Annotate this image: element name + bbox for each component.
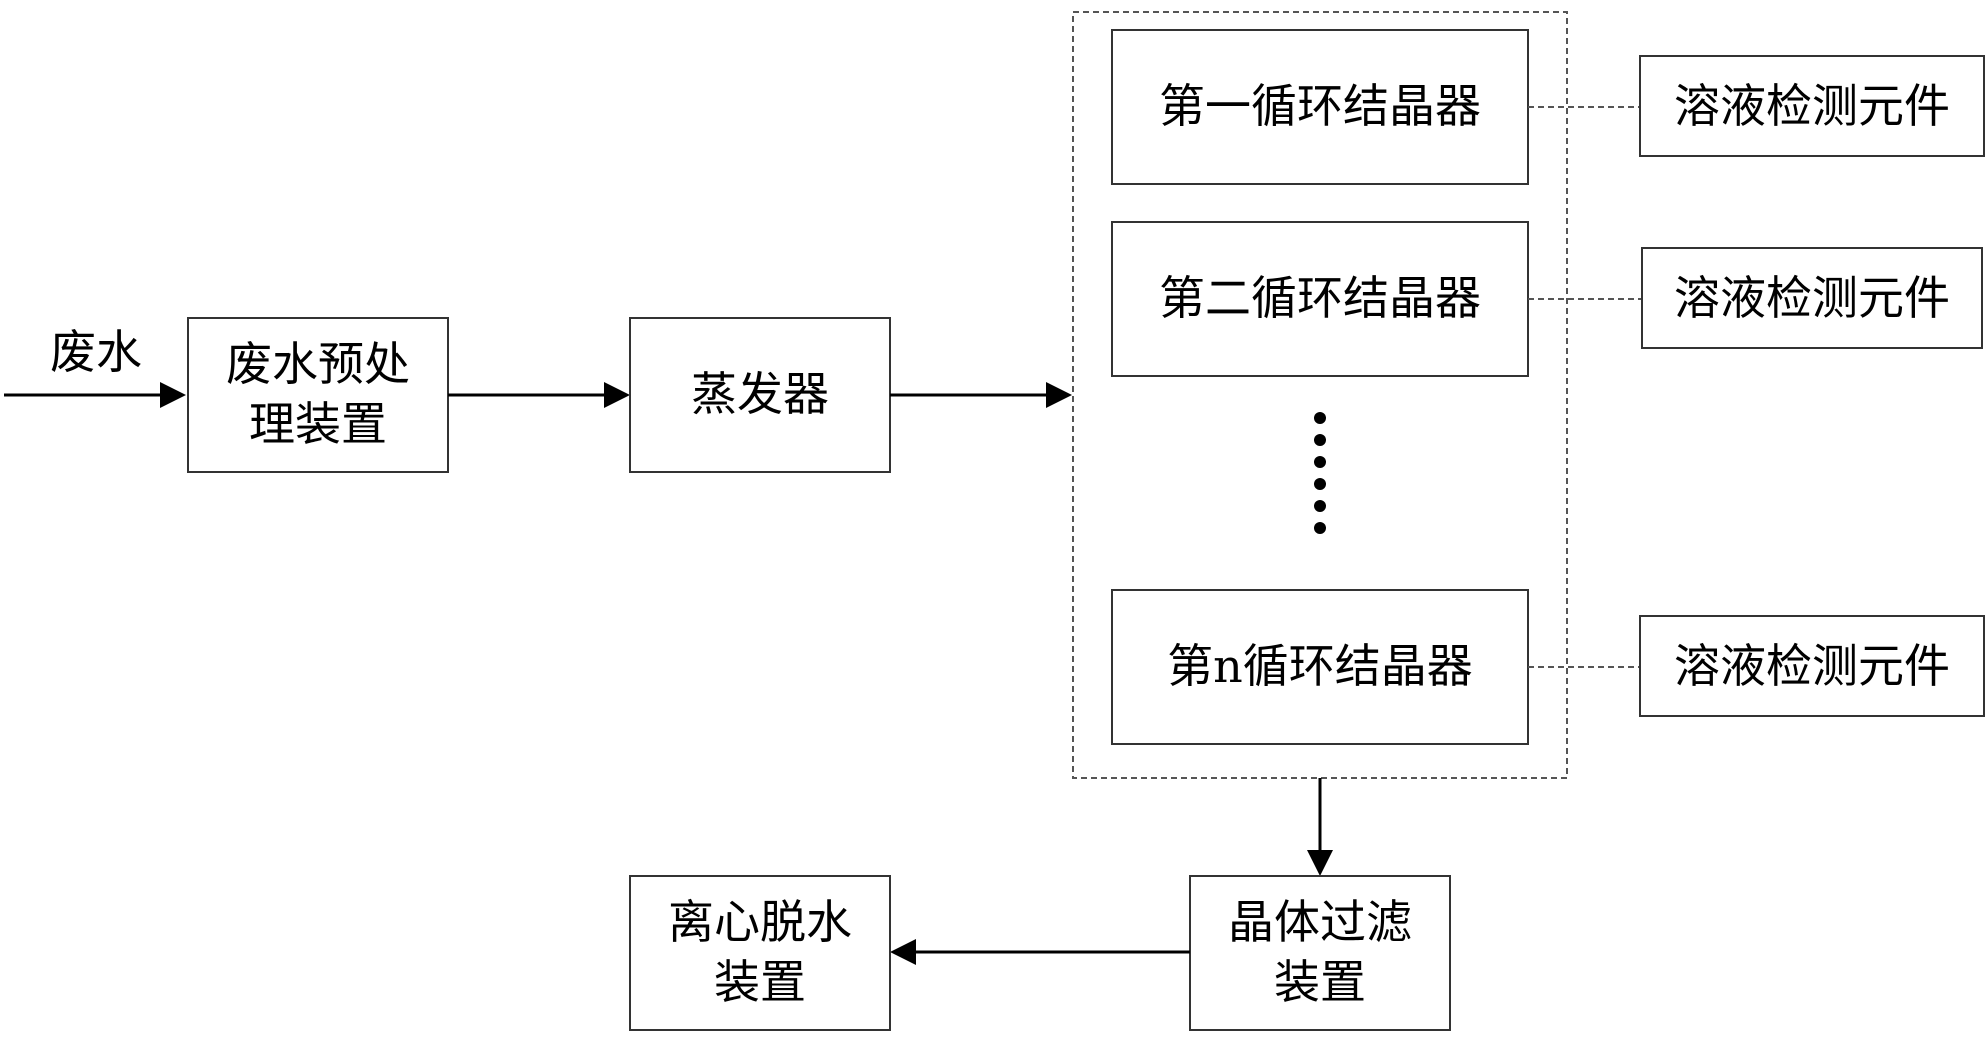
ellipsis-dot (1314, 434, 1326, 446)
arrowhead-filter-centrifuge (890, 939, 916, 965)
detector-2-label: 溶液检测元件 (1674, 271, 1950, 325)
crystallizer-n-node: 第n循环结晶器 (1111, 589, 1529, 745)
filter-box (1189, 875, 1451, 1031)
detector-n-box (1639, 615, 1985, 717)
evaporator-box (629, 317, 891, 473)
pretreatment-label-line2: 理装置 (249, 397, 387, 451)
evaporator-label: 蒸发器 (691, 367, 829, 421)
evaporator-node: 蒸发器 (629, 317, 891, 473)
centrifuge-label-line1: 离心脱水 (668, 895, 852, 949)
detector-1-box (1639, 55, 1985, 157)
detector-1-label: 溶液检测元件 (1674, 79, 1950, 133)
ellipsis-dots (1314, 412, 1326, 534)
detector-2-box (1641, 247, 1983, 349)
ellipsis-dot (1314, 500, 1326, 512)
ellipsis-dot (1314, 522, 1326, 534)
crystallizer-n-label: 第n循环结晶器 (1167, 639, 1473, 693)
detector-1-node: 溶液检测元件 (1639, 55, 1985, 157)
filter-node: 晶体过滤 装置 (1189, 875, 1451, 1031)
ellipsis-dot (1314, 478, 1326, 490)
crystallizer-2-node: 第二循环结晶器 (1111, 221, 1529, 377)
pretreatment-label-line1: 废水预处 (226, 337, 410, 391)
arrowhead-evaporator-crystallizers (1046, 382, 1072, 408)
filter-label-line2: 装置 (1274, 955, 1366, 1009)
input-label: 废水 (50, 325, 142, 379)
ellipsis-dot (1314, 412, 1326, 424)
crystallizer-1-node: 第一循环结晶器 (1111, 29, 1529, 185)
pretreatment-node: 废水预处 理装置 (187, 317, 449, 473)
pretreatment-box (187, 317, 449, 473)
arrowhead-crystallizers-filter (1307, 850, 1333, 876)
filter-label-line1: 晶体过滤 (1228, 895, 1412, 949)
input-arrowhead (160, 382, 186, 408)
centrifuge-node: 离心脱水 装置 (629, 875, 891, 1031)
detector-2-node: 溶液检测元件 (1641, 247, 1983, 349)
centrifuge-box (629, 875, 891, 1031)
crystallizer-1-label: 第一循环结晶器 (1159, 79, 1481, 133)
centrifuge-label-line2: 装置 (714, 955, 806, 1009)
arrowhead-pretreatment-evaporator (604, 382, 630, 408)
ellipsis-dot (1314, 456, 1326, 468)
crystallizer-n-box (1111, 589, 1529, 745)
detector-n-label: 溶液检测元件 (1674, 639, 1950, 693)
detector-n-node: 溶液检测元件 (1639, 615, 1985, 717)
crystallizer-2-box (1111, 221, 1529, 377)
crystallizer-1-box (1111, 29, 1529, 185)
crystallizer-2-label: 第二循环结晶器 (1159, 271, 1481, 325)
